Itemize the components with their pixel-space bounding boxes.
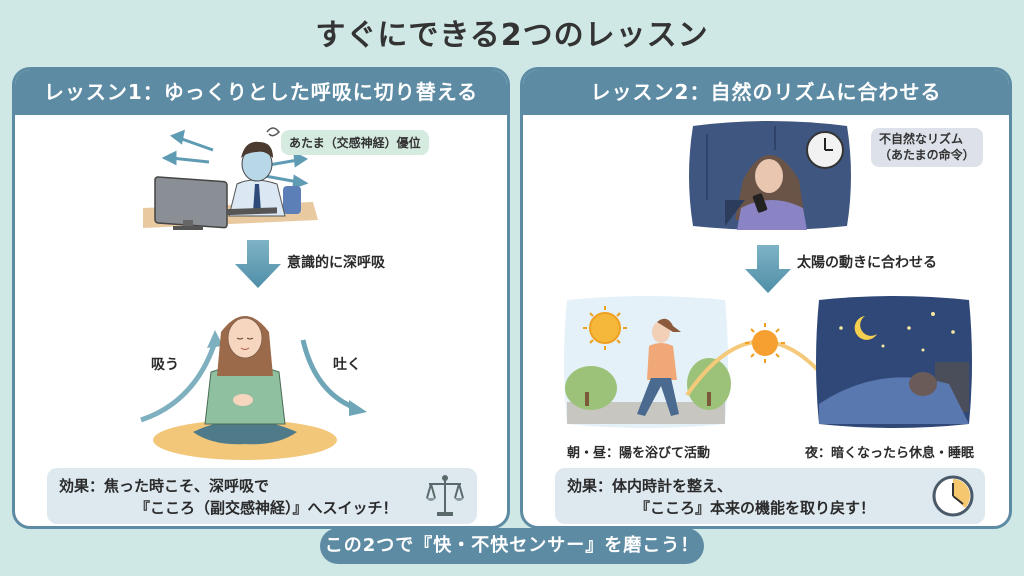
down-arrow-icon [745, 245, 791, 293]
lesson2-panel: レッスン2：自然のリズムに合わせる 不自然なリズム （あたまの命令） 太陽の動 [520, 67, 1012, 529]
night-caption: 夜：暗くなったら休息・睡眠 [805, 446, 975, 461]
lesson2-effect-line1: 効果：体内時計を整え、 [567, 477, 733, 495]
lesson2-effect-line2: 『こころ』本来の機能を取り戻す！ [635, 499, 876, 517]
lesson1-header: レッスン1：ゆっくりとした呼吸に切り替える [15, 70, 507, 115]
exhale-label: 吐く [333, 357, 361, 373]
meditating-woman-illustration [135, 292, 375, 462]
lesson1-effect-line1: 効果：焦った時こそ、深呼吸で [59, 477, 270, 495]
lesson1-effect-line2: 『こころ（副交感神経）』へスイッチ！ [135, 499, 398, 517]
clock-icon [931, 474, 975, 518]
conscious-breathing-caption: 意識的に深呼吸 [287, 255, 385, 271]
down-arrow-icon [235, 240, 281, 288]
sun-path-arc [683, 305, 853, 405]
lesson2-effect-box: 効果：体内時計を整え、 『こころ』本来の機能を取り戻す！ [555, 468, 985, 524]
footer-message: この2つで『快・不快センサー』を磨こう！ [320, 528, 704, 564]
lesson1-effect-box: 効果：焦った時こそ、深呼吸で 『こころ（副交感神経）』へスイッチ！ [47, 468, 477, 524]
night-sleep-illustration [813, 292, 975, 432]
balance-scale-icon [425, 474, 465, 518]
unnatural-rhythm-line2: （あたまの命令） [879, 147, 975, 162]
day-caption: 朝・昼：陽を浴びて活動 [567, 446, 711, 461]
lesson1-panel: レッスン1：ゆっくりとした呼吸に切り替える [12, 67, 510, 529]
sympathetic-dominant-label: あたま（交感神経）優位 [281, 130, 429, 155]
night-phone-illustration [685, 120, 855, 232]
daytime-walk-illustration [561, 292, 731, 432]
inhale-label: 吸う [151, 357, 179, 373]
follow-sun-caption: 太陽の動きに合わせる [797, 255, 937, 271]
page-title: すぐにできる2つのレッスン [315, 18, 709, 53]
unnatural-rhythm-line1: 不自然なリズム [879, 132, 964, 146]
lesson2-header: レッスン2：自然のリズムに合わせる [523, 70, 1009, 115]
unnatural-rhythm-label: 不自然なリズム （あたまの命令） [871, 128, 983, 168]
stressed-worker-illustration [143, 120, 323, 232]
